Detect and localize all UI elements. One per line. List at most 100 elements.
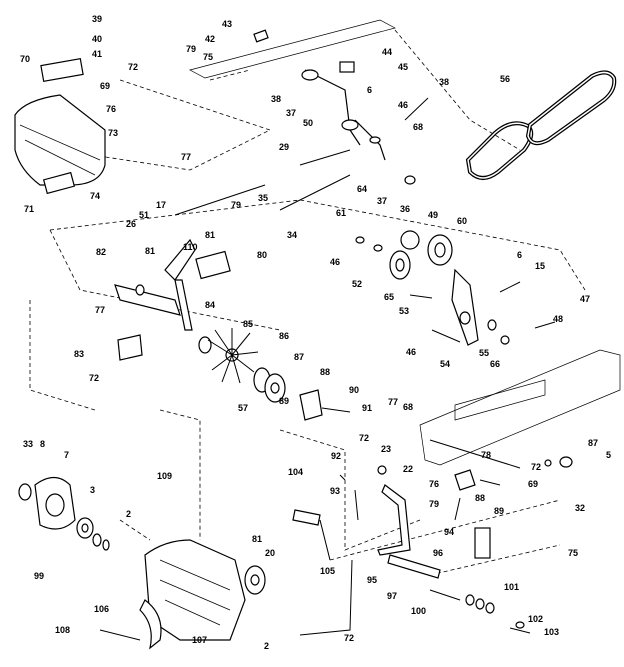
part-label-83: 83 xyxy=(74,349,84,359)
part-label-110: 110 xyxy=(183,242,198,252)
part-label-72: 72 xyxy=(531,462,541,472)
part-label-40: 40 xyxy=(92,34,102,44)
part-label-37: 37 xyxy=(377,196,387,206)
part-label-86: 86 xyxy=(279,331,289,341)
part-label-97: 97 xyxy=(387,591,397,601)
part-label-69: 69 xyxy=(100,81,110,91)
part-label-108: 108 xyxy=(55,625,70,635)
part-label-33: 33 xyxy=(23,439,33,449)
wheel-hub-assembly xyxy=(18,476,110,551)
part-label-91: 91 xyxy=(362,403,372,413)
part-label-53: 53 xyxy=(399,306,409,316)
part-label-47: 47 xyxy=(580,294,590,304)
part-label-99: 99 xyxy=(34,571,44,581)
part-label-15: 15 xyxy=(535,261,545,271)
part-label-2: 2 xyxy=(264,641,269,651)
part-label-43: 43 xyxy=(222,19,232,29)
part-label-88: 88 xyxy=(320,367,330,377)
part-label-88: 88 xyxy=(475,493,485,503)
part-label-35: 35 xyxy=(258,193,268,203)
part-label-84: 84 xyxy=(205,300,215,310)
part-label-46: 46 xyxy=(330,257,340,267)
part-label-17: 17 xyxy=(156,200,166,210)
part-label-29: 29 xyxy=(279,142,289,152)
drive-belts xyxy=(465,70,617,180)
part-label-51: 51 xyxy=(139,210,149,220)
part-label-109: 109 xyxy=(157,471,172,481)
part-label-45: 45 xyxy=(398,62,408,72)
part-label-36: 36 xyxy=(400,204,410,214)
part-label-38: 38 xyxy=(439,77,449,87)
part-label-78: 78 xyxy=(481,450,491,460)
part-label-75: 75 xyxy=(203,52,213,62)
engine-body xyxy=(14,57,106,195)
part-label-39: 39 xyxy=(92,14,102,24)
part-label-85: 85 xyxy=(243,319,253,329)
part-label-79: 79 xyxy=(231,200,241,210)
part-label-65: 65 xyxy=(384,292,394,302)
part-label-93: 93 xyxy=(330,486,340,496)
part-label-79: 79 xyxy=(186,44,196,54)
part-label-3: 3 xyxy=(90,485,95,495)
part-label-50: 50 xyxy=(303,118,313,128)
shift-lever-assembly xyxy=(174,29,429,216)
part-label-49: 49 xyxy=(428,210,438,220)
part-label-104: 104 xyxy=(288,467,303,477)
part-label-46: 46 xyxy=(398,100,408,110)
part-label-66: 66 xyxy=(490,359,500,369)
part-label-38: 38 xyxy=(271,94,281,104)
part-label-77: 77 xyxy=(181,152,191,162)
part-label-81: 81 xyxy=(252,534,262,544)
part-label-41: 41 xyxy=(92,49,102,59)
part-label-77: 77 xyxy=(388,397,398,407)
part-label-6: 6 xyxy=(517,250,522,260)
part-label-60: 60 xyxy=(457,216,467,226)
part-label-56: 56 xyxy=(500,74,510,84)
part-label-54: 54 xyxy=(440,359,450,369)
part-label-61: 61 xyxy=(336,208,346,218)
part-label-72: 72 xyxy=(344,633,354,643)
part-label-32: 32 xyxy=(575,503,585,513)
part-label-80: 80 xyxy=(257,250,267,260)
part-label-96: 96 xyxy=(433,548,443,558)
part-label-64: 64 xyxy=(357,184,367,194)
part-label-79: 79 xyxy=(429,499,439,509)
part-label-94: 94 xyxy=(444,527,454,537)
part-label-71: 71 xyxy=(24,204,34,214)
part-label-102: 102 xyxy=(528,614,543,624)
part-label-37: 37 xyxy=(286,108,296,118)
part-label-2: 2 xyxy=(126,509,131,519)
part-label-68: 68 xyxy=(413,122,423,132)
part-label-95: 95 xyxy=(367,575,377,585)
part-label-82: 82 xyxy=(96,247,106,257)
part-label-34: 34 xyxy=(287,230,297,240)
part-label-46: 46 xyxy=(406,347,416,357)
part-label-26: 26 xyxy=(126,219,136,229)
part-label-57: 57 xyxy=(238,403,248,413)
part-label-101: 101 xyxy=(504,582,519,592)
part-label-44: 44 xyxy=(382,47,392,57)
part-label-106: 106 xyxy=(94,604,109,614)
cooling-fan xyxy=(207,328,259,384)
part-label-52: 52 xyxy=(352,279,362,289)
part-label-75: 75 xyxy=(568,548,578,558)
part-label-105: 105 xyxy=(320,566,335,576)
part-label-81: 81 xyxy=(145,246,155,256)
part-label-107: 107 xyxy=(192,635,207,645)
part-label-70: 70 xyxy=(20,54,30,64)
part-label-42: 42 xyxy=(205,34,215,44)
part-label-6: 6 xyxy=(367,85,372,95)
part-label-87: 87 xyxy=(294,352,304,362)
pulley-group xyxy=(355,230,556,346)
part-label-55: 55 xyxy=(479,348,489,358)
part-label-76: 76 xyxy=(429,479,439,489)
part-label-20: 20 xyxy=(265,548,275,558)
part-label-48: 48 xyxy=(553,314,563,324)
part-label-22: 22 xyxy=(403,464,413,474)
part-label-76: 76 xyxy=(106,104,116,114)
chassis-frame xyxy=(29,19,621,576)
part-label-5: 5 xyxy=(606,450,611,460)
